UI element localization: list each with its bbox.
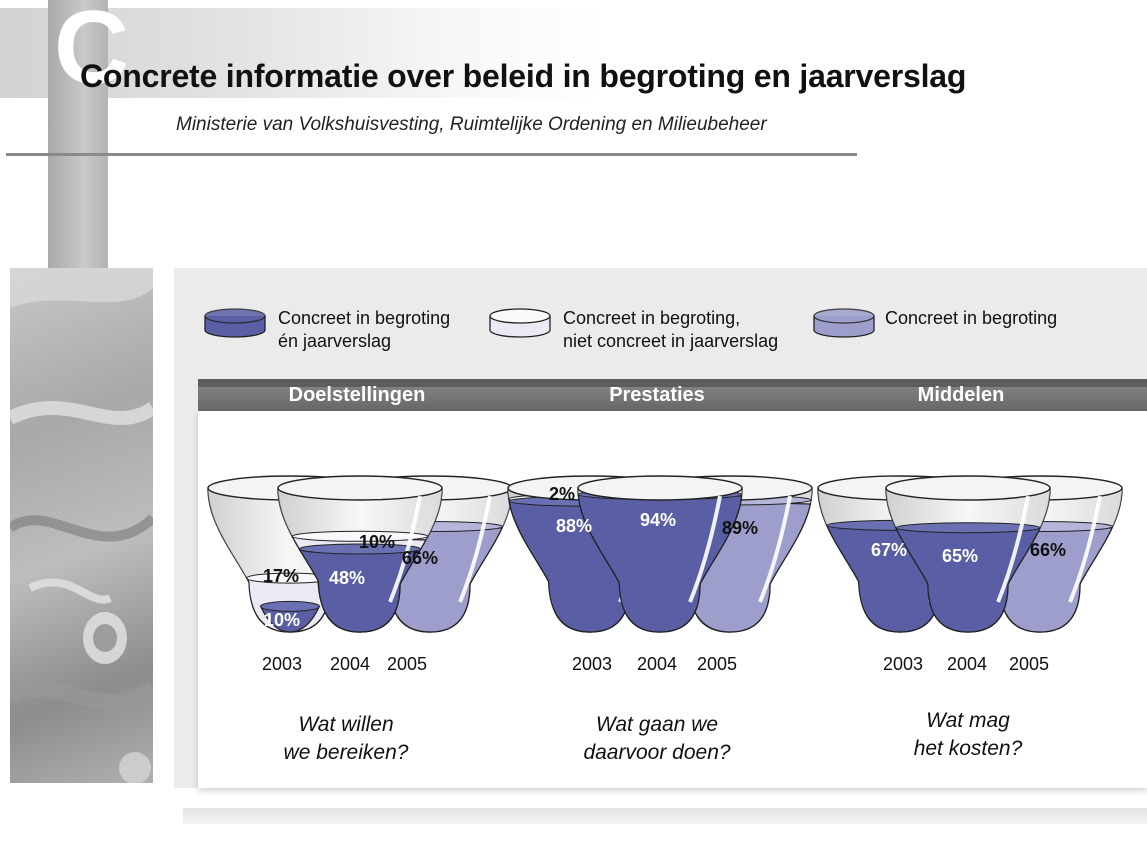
legend-label-dark: Concreet in begroting én jaarverslag — [278, 307, 450, 353]
year-label-prestaties-2004: 2004 — [637, 654, 677, 674]
header-middelen: Middelen — [917, 384, 1005, 406]
header-prestaties: Prestaties — [609, 384, 705, 406]
legend-dark-line1: Concreet in begroting — [278, 308, 451, 328]
title-divider — [6, 153, 857, 156]
legend-swatch-top-2 — [813, 308, 875, 324]
question-doelstellingen-line2: we bereiken? — [283, 741, 409, 764]
year-label-doelstellingen-2005: 2005 — [387, 654, 427, 674]
question-doelstellingen: Wat willen we bereiken? — [226, 711, 466, 767]
legend-label-medium: Concreet in begroting — [885, 307, 1057, 330]
category-header-bar — [198, 379, 1147, 411]
page-subtitle: Ministerie van Volkshuisvesting, Ruimtel… — [176, 114, 767, 135]
glass-doelstellingen-2003-fill-dark — [259, 605, 321, 633]
decorative-photo — [10, 268, 153, 783]
glass-doelstellingen-2003-surface-dark — [260, 600, 320, 612]
legend-light-line2: niet concreet in jaarverslag — [563, 331, 779, 351]
glass-prestaties-2004-rim — [577, 475, 743, 501]
chapter-letter: C — [54, 0, 130, 106]
glass-doelstellingen-2005-highlight — [458, 495, 492, 603]
legend-label-light: Concreet in begroting, niet concreet in … — [563, 307, 778, 353]
pct-label-doelstellingen-2004-light: 10% — [359, 532, 395, 552]
question-prestaties: Wat gaan we daarvoor doen? — [537, 711, 777, 767]
glass-prestaties-2005-highlight — [758, 495, 792, 603]
pct-label-doelstellingen-2005-medium: 66% — [402, 548, 438, 568]
question-doelstellingen-line1: Wat willen — [298, 713, 394, 736]
legend-dark-line2: én jaarverslag — [278, 331, 392, 351]
glass-doelstellingen-2004-rim — [277, 475, 443, 501]
glass-middelen-2004-rim — [885, 475, 1051, 501]
decorative-vertical-bar — [48, 0, 108, 275]
pct-label-prestaties-2005-medium: 89% — [722, 518, 758, 538]
year-label-middelen-2005: 2005 — [1009, 654, 1049, 674]
legend-light-line1: Concreet in begroting, — [563, 308, 741, 328]
pct-label-prestaties-2003-dark: 88% — [556, 516, 592, 536]
glass-doelstellingen-2004-surface-dark — [298, 543, 422, 555]
decorative-photo-art — [10, 268, 153, 783]
year-label-doelstellingen-2003: 2003 — [262, 654, 302, 674]
question-prestaties-line2: daarvoor doen? — [583, 741, 731, 764]
glass-prestaties-2004-fill-dark — [577, 493, 743, 633]
glass-doelstellingen-2004-surface-light — [291, 530, 429, 542]
pct-label-doelstellingen-2004-dark: 48% — [329, 568, 365, 588]
glass-middelen-2004-fill-dark — [894, 527, 1041, 633]
pct-label-middelen-2003-dark: 67% — [871, 540, 907, 560]
pct-label-prestaties-2004-dark: 94% — [640, 510, 676, 530]
glass-middelen-2005-highlight — [1068, 495, 1102, 603]
pct-label-prestaties-2003-light: 2% — [549, 484, 575, 504]
year-label-middelen-2003: 2003 — [883, 654, 923, 674]
panel-shadow — [183, 808, 1147, 824]
year-label-doelstellingen-2004: 2004 — [330, 654, 370, 674]
pct-label-middelen-2005-medium: 66% — [1030, 540, 1066, 560]
question-middelen-line2: het kosten? — [913, 737, 1023, 760]
legend-swatch-top-1 — [489, 308, 551, 324]
legend-swatch-top-0 — [204, 308, 266, 324]
glass-middelen-2004-highlight — [996, 495, 1030, 603]
glass-prestaties-2004-highlight — [688, 495, 722, 603]
question-middelen-line1: Wat mag — [926, 709, 1010, 732]
year-label-middelen-2004: 2004 — [947, 654, 987, 674]
glass-doelstellingen-2004-highlight — [388, 495, 422, 603]
glass-doelstellingen-2004-fill-dark — [298, 548, 420, 633]
header-doelstellingen: Doelstellingen — [288, 384, 426, 406]
pct-label-middelen-2004-dark: 65% — [942, 546, 978, 566]
page-title: Concrete informatie over beleid in begro… — [80, 58, 967, 94]
pct-label-doelstellingen-2003-dark: 10% — [264, 610, 300, 630]
legend-medium-line1: Concreet in begroting — [885, 308, 1058, 328]
pct-label-doelstellingen-2003-light: 17% — [263, 566, 299, 586]
question-prestaties-line1: Wat gaan we — [595, 713, 719, 736]
question-middelen: Wat mag het kosten? — [848, 707, 1088, 763]
year-label-prestaties-2003: 2003 — [572, 654, 612, 674]
glass-middelen-2004-surface-dark — [895, 522, 1041, 534]
year-label-prestaties-2005: 2005 — [697, 654, 737, 674]
